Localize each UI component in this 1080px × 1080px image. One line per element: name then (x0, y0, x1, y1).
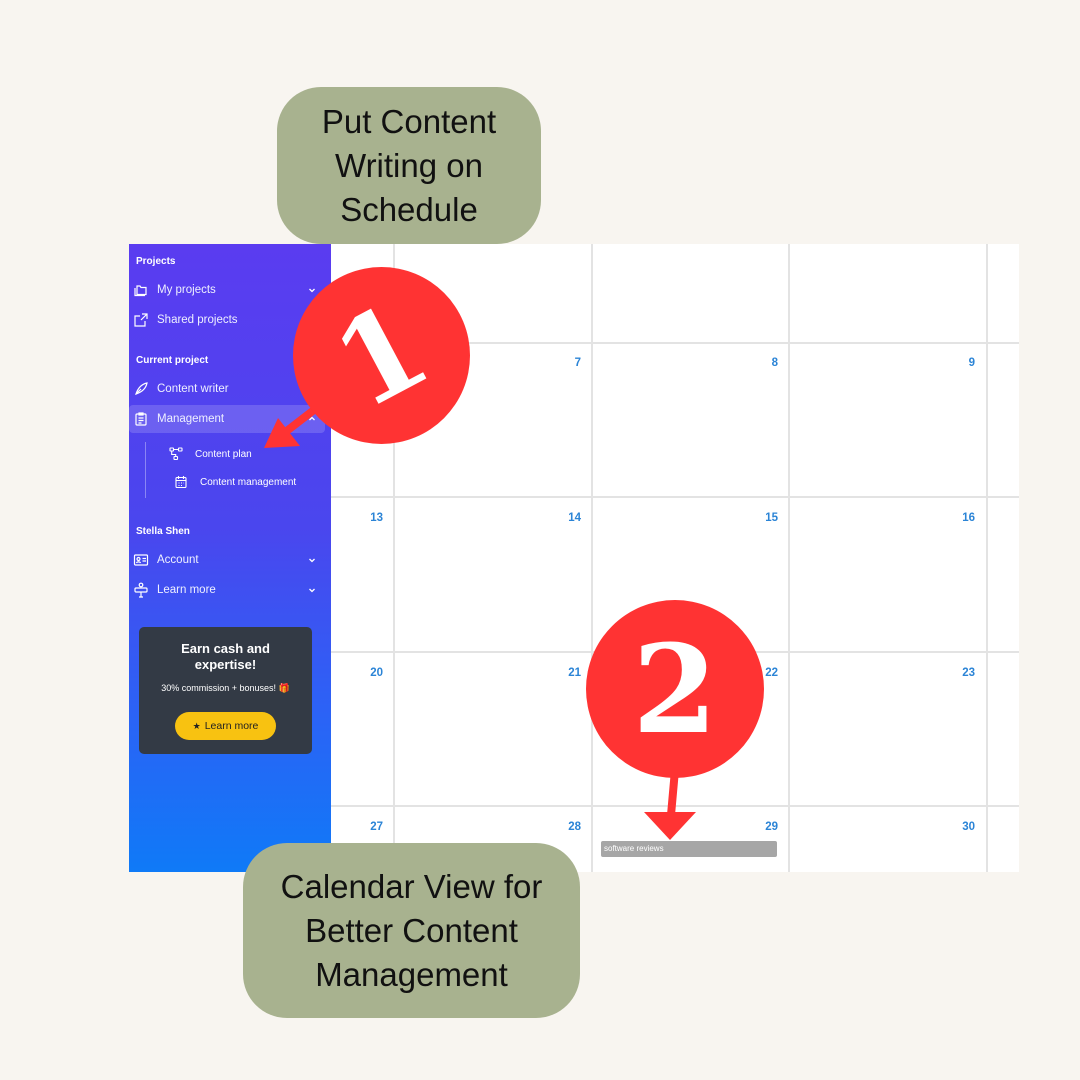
user-section-title: Stella Shen (136, 526, 190, 537)
sidebar-item-management[interactable]: Management (129, 405, 325, 433)
calendar-day[interactable]: 30 (962, 821, 975, 833)
calendar-row-divider (331, 805, 1019, 807)
sidebar-item-label: Learn more (157, 584, 216, 596)
sidebar-item-shared-projects[interactable]: Shared projects (129, 306, 325, 334)
calendar-row-divider (331, 342, 1019, 344)
sidebar-item-my-projects[interactable]: My projects (129, 276, 325, 304)
calendar-day[interactable]: 16 (962, 512, 975, 524)
star-icon: ★ (192, 720, 201, 731)
share-icon (132, 311, 150, 329)
step-badge-1-number: 1 (312, 274, 451, 437)
affiliate-promo-card: Earn cash and expertise! 30% commission … (139, 627, 312, 754)
calendar-day[interactable]: 13 (370, 512, 383, 524)
calendar-day[interactable]: 27 (370, 821, 383, 833)
callout-bottom: Calendar View for Better Content Managem… (243, 843, 580, 1018)
calendar-day[interactable]: 22 (765, 667, 778, 679)
promo-title: Earn cash and expertise! (181, 641, 270, 672)
id-card-icon (132, 551, 150, 569)
chevron-down-icon[interactable] (307, 585, 317, 595)
folder-icon (132, 281, 150, 299)
calendar-icon (174, 475, 188, 489)
sidebar-item-label: Account (157, 554, 199, 566)
callout-bottom-text: Calendar View for Better Content Managem… (280, 867, 543, 993)
calendar-day[interactable]: 23 (962, 667, 975, 679)
calendar-day[interactable]: 20 (370, 667, 383, 679)
clipboard-icon (132, 410, 150, 428)
calendar-column-divider (591, 244, 593, 872)
sidebar-item-label: My projects (157, 284, 216, 296)
learn-more-button-label: Learn more (204, 720, 259, 732)
sidebar-item-label: Shared projects (157, 314, 238, 326)
submenu-guide-line (145, 442, 146, 498)
chevron-down-icon[interactable] (307, 555, 317, 565)
calendar-column-divider (788, 244, 790, 872)
calendar-day[interactable]: 21 (568, 667, 581, 679)
sidebar-item-label: Management (157, 413, 225, 425)
flowchart-icon (169, 447, 183, 461)
calendar-column-divider (393, 244, 395, 872)
sidebar-subitem-content-management[interactable]: Content management (174, 475, 296, 489)
projects-section-title: Projects (136, 256, 176, 267)
step-badge-2-number: 2 (632, 617, 718, 761)
sidebar-item-label: Content writer (157, 383, 229, 395)
promo-subtitle: 30% commission + bonuses! 🎁 (161, 683, 290, 693)
callout-top: Put Content Writing on Schedule (277, 87, 541, 244)
calendar-row-divider (331, 496, 1019, 498)
calendar-day[interactable]: 15 (765, 512, 778, 524)
calendar-day[interactable]: 9 (968, 357, 975, 369)
sidebar-subitem-content-plan[interactable]: Content plan (169, 447, 252, 461)
sidebar-item-learn-more[interactable]: Learn more (129, 576, 325, 604)
calendar-day[interactable]: 7 (574, 357, 581, 369)
signpost-icon (132, 581, 150, 599)
chevron-down-icon[interactable] (307, 285, 317, 295)
app-window: Projects My projects Shared projects Cur… (129, 244, 1019, 872)
sidebar-item-account[interactable]: Account (129, 546, 325, 574)
sidebar-item-content-writer[interactable]: Content writer (129, 375, 325, 403)
sidebar-subitem-label: Content plan (195, 448, 252, 460)
current-project-section-title: Current project (136, 355, 209, 366)
calendar-day[interactable]: 28 (568, 821, 581, 833)
sidebar-subitem-label: Content management (200, 476, 297, 488)
feather-icon (132, 380, 150, 398)
calendar-event[interactable]: software reviews (601, 841, 777, 857)
calendar-column-divider (986, 244, 988, 872)
calendar-day[interactable]: 8 (771, 357, 778, 369)
callout-top-text: Put Content Writing on Schedule (321, 102, 497, 228)
calendar-day[interactable]: 29 (765, 821, 778, 833)
step-badge-1: 1 (293, 267, 470, 444)
calendar-day[interactable]: 14 (568, 512, 581, 524)
learn-more-button[interactable]: ★ Learn more (175, 712, 276, 740)
step-badge-2: 2 (586, 600, 764, 778)
